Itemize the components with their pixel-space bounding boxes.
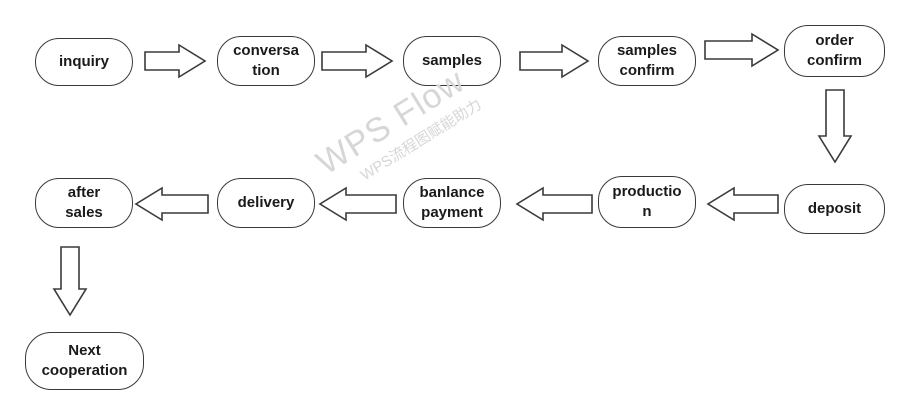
node-after-sales-label: after sales [65, 184, 103, 221]
arrow-samples-confirm-to-order-confirm [704, 32, 780, 68]
node-samples-confirm: samples confirm [598, 36, 696, 86]
arrow-inquiry-to-conversation [144, 43, 207, 79]
node-samples-confirm-label: samples confirm [616, 42, 678, 79]
node-order-confirm: order confirm [784, 25, 885, 77]
arrow-after-sales-to-next-cooperation [52, 246, 88, 317]
node-order-confirm-label: order confirm [806, 32, 862, 69]
node-after-sales: after sales [35, 178, 133, 228]
arrow-samples-to-samples-confirm [519, 43, 590, 79]
arrow-conversation-to-samples [321, 43, 394, 79]
node-production: productio n [598, 176, 696, 228]
node-inquiry: inquiry [35, 38, 133, 86]
node-production-label: productio n [612, 183, 682, 220]
node-samples-label: samples [421, 52, 483, 69]
arrow-delivery-to-after-sales [134, 186, 209, 222]
arrow-production-to-balance-payment [515, 186, 593, 222]
node-inquiry-label: inquiry [58, 53, 109, 70]
node-next-cooperation-label: Next cooperation [41, 342, 128, 379]
node-deposit-label: deposit [807, 200, 862, 217]
node-deposit: deposit [784, 184, 885, 234]
node-balance-payment-label: banlance payment [419, 184, 485, 221]
node-conversation: conversa tion [217, 36, 315, 86]
node-delivery: delivery [217, 178, 315, 228]
node-next-cooperation: Next cooperation [25, 332, 144, 390]
node-samples: samples [403, 36, 501, 86]
node-conversation-label: conversa tion [233, 42, 299, 79]
arrow-balance-payment-to-delivery [318, 186, 397, 222]
arrow-deposit-to-production [706, 186, 779, 222]
arrow-order-confirm-to-deposit [817, 89, 853, 164]
node-balance-payment: banlance payment [403, 178, 501, 228]
node-delivery-label: delivery [237, 194, 295, 211]
